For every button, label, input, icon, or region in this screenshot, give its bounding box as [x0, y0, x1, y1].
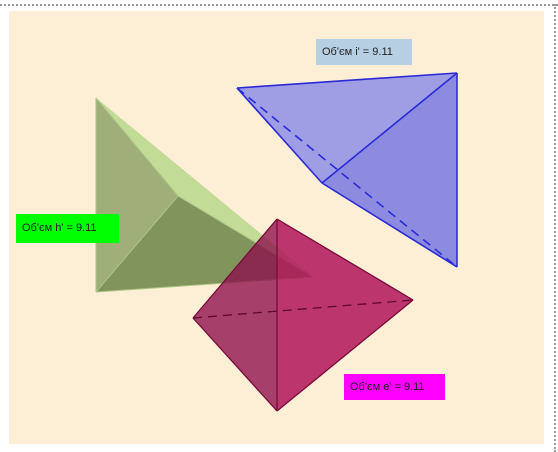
- tetra-e-edge: [276, 218, 414, 301]
- tetra-e-edge: [192, 218, 278, 319]
- tetra-i-front-face: [322, 73, 457, 267]
- volume-label-e[interactable]: Об'єм e' = 9.11: [344, 374, 445, 400]
- tetra-i-edge: [236, 72, 458, 89]
- tetrahedron-e[interactable]: [192, 218, 414, 412]
- tetra-h-edge: [95, 195, 179, 293]
- tetra-h-edge: [95, 97, 179, 197]
- tetra-e-edge: [276, 299, 414, 412]
- tetra-e-edge: [192, 317, 278, 412]
- tetra-e-hidden-edge: [192, 299, 414, 319]
- tetra-e-right-face: [277, 219, 413, 411]
- view-border-right: [554, 4, 556, 452]
- tetra-i-top-face: [237, 73, 457, 183]
- tetra-h-side-face: [96, 98, 313, 277]
- volume-label-h[interactable]: Об'єм h' = 9.11: [16, 214, 119, 243]
- tetra-i-edge: [236, 87, 323, 184]
- volume-label-i[interactable]: Об'єм i' = 9.11: [316, 39, 412, 65]
- tetra-i-edge: [321, 72, 458, 184]
- tetrahedron-i[interactable]: [236, 72, 458, 268]
- view-border-top: [0, 4, 558, 6]
- tetra-i-edge: [321, 182, 458, 268]
- tetra-e-left-face: [193, 219, 277, 411]
- tetra-i-hidden-edge: [236, 87, 458, 268]
